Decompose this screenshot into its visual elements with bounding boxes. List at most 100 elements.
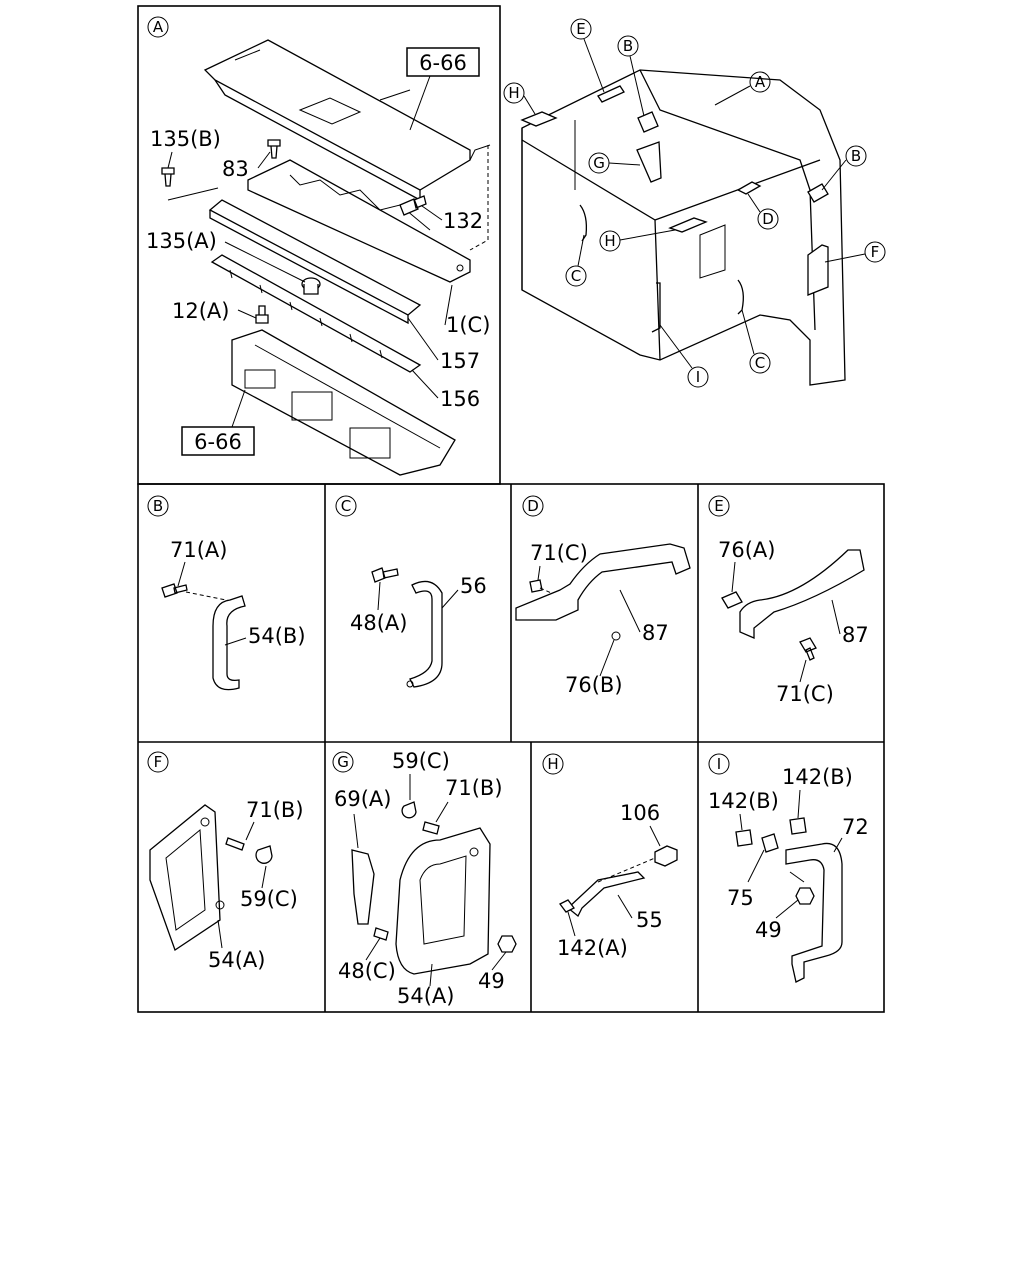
bracket-54a-f-drawing <box>149 804 221 952</box>
fastener-132-icon <box>399 195 427 216</box>
svg-text:I: I <box>717 755 721 773</box>
svg-text:E: E <box>576 20 585 38</box>
top-cover-drawing <box>203 39 491 202</box>
bolt-71b-g-icon <box>422 821 440 835</box>
label-76b: 76(B) <box>565 673 623 697</box>
overview-callouts: E B A H G B D H F C C I <box>503 18 886 388</box>
collar-59c-g-icon <box>401 801 417 819</box>
label-71b-g: 71(B) <box>445 776 503 800</box>
label-83: 83 <box>222 157 249 181</box>
panel-a: A 6-66 <box>146 16 491 476</box>
svg-text:B: B <box>623 37 633 55</box>
label-142a: 142(A) <box>557 936 628 960</box>
label-48c: 48(C) <box>338 959 396 983</box>
svg-text:D: D <box>762 210 774 228</box>
label-87-e: 87 <box>842 623 869 647</box>
panel-frames <box>137 5 885 1013</box>
label-54b: 54(B) <box>248 624 306 648</box>
bolt-71b-f-icon <box>225 837 245 851</box>
label-156: 156 <box>440 387 480 411</box>
handle-87-e-drawing <box>739 549 865 639</box>
bolt-71c-e-icon <box>799 637 817 661</box>
panel-e: E 76(A) 87 71(C) <box>708 495 869 706</box>
rail-156-drawing <box>210 254 422 373</box>
bolt-106-icon <box>654 845 678 867</box>
nut-49-g-icon <box>497 935 517 953</box>
label-135a: 135(A) <box>146 229 217 253</box>
panel-b: B 71(A) 54(B) <box>147 495 306 691</box>
handle-f-drawing <box>807 244 829 296</box>
panel-i: I 142(B) 142(B) 72 75 49 <box>708 753 869 983</box>
bolt-71a-icon <box>161 583 188 598</box>
panel-d: D 71(C) 87 76(B) <box>515 495 691 697</box>
handle-e-drawing <box>597 85 625 103</box>
svg-text:A: A <box>755 73 766 91</box>
panel-f: F 71(B) 59(C) 54(A) <box>147 751 304 972</box>
svg-text:H: H <box>508 84 519 102</box>
handle-c-left-drawing <box>579 204 588 242</box>
label-49-g: 49 <box>478 969 505 993</box>
clip-142b-left-icon <box>735 829 753 847</box>
collar-59c-f-icon <box>255 845 273 864</box>
leader-lines-a <box>167 151 453 399</box>
svg-text:F: F <box>871 243 880 261</box>
plate-75-icon <box>761 833 779 853</box>
label-71c-d: 71(C) <box>530 541 588 565</box>
fastener-135b-icon <box>161 167 175 187</box>
label-106: 106 <box>620 801 660 825</box>
handle-56-drawing <box>409 580 443 688</box>
fastener-83-icon <box>267 139 281 159</box>
panel-g: G 59(C) 69(A) 71(B) 48(C) 54(A) 49 <box>332 749 517 1008</box>
label-135b: 135(B) <box>150 127 221 151</box>
label-87-d: 87 <box>642 621 669 645</box>
label-59c-g: 59(C) <box>392 749 450 773</box>
svg-text:A: A <box>153 18 164 36</box>
handle-b-top-drawing <box>637 111 659 133</box>
svg-text:I: I <box>696 368 700 386</box>
label-71a: 71(A) <box>170 538 227 562</box>
bracket-69a-drawing <box>351 849 375 925</box>
label-157: 157 <box>440 349 480 373</box>
label-72: 72 <box>842 815 869 839</box>
svg-text:B: B <box>153 497 163 515</box>
handle-h-top-drawing <box>520 111 558 127</box>
panel-tag-a: A <box>147 16 169 38</box>
label-76a: 76(A) <box>718 538 775 562</box>
label-48a: 48(A) <box>350 611 407 635</box>
bolt-48c-icon <box>373 927 389 941</box>
label-142b-left: 142(B) <box>708 789 779 813</box>
handle-h-mid-drawing <box>668 217 708 233</box>
handle-87-d-drawing <box>515 543 691 621</box>
fastener-12a-icon <box>255 305 269 324</box>
label-59c-f: 59(C) <box>240 887 298 911</box>
ref-box-bottom: 6-66 <box>181 426 255 456</box>
label-54a-f: 54(A) <box>208 948 265 972</box>
label-132: 132 <box>443 209 483 233</box>
handle-54b-drawing <box>212 595 246 691</box>
plate-76a-icon <box>721 591 743 609</box>
svg-text:H: H <box>547 755 558 773</box>
bottom-tray-drawing <box>231 329 456 476</box>
rail-157-drawing <box>208 199 422 325</box>
handle-d-drawing <box>736 181 762 195</box>
panel-h: H 106 55 142(A) <box>542 753 678 960</box>
clip-142a-icon <box>559 899 575 913</box>
label-71c-e: 71(C) <box>776 682 834 706</box>
label-55: 55 <box>636 908 663 932</box>
bracket-54a-g-drawing <box>395 827 491 975</box>
label-56: 56 <box>460 574 487 598</box>
svg-text:H: H <box>604 232 615 250</box>
svg-text:D: D <box>527 497 539 515</box>
ref-box-top: 6-66 <box>406 47 480 77</box>
svg-text:G: G <box>593 154 605 172</box>
bolt-48a-icon <box>371 567 399 583</box>
bracket-g-drawing <box>636 141 662 183</box>
fastener-135a-icon <box>301 277 321 295</box>
panel-c: C 48(A) 56 <box>335 495 487 688</box>
svg-text:E: E <box>714 497 723 515</box>
svg-text:G: G <box>337 753 349 771</box>
svg-text:F: F <box>154 753 163 771</box>
label-1c: 1(C) <box>446 313 490 337</box>
svg-text:C: C <box>571 267 581 285</box>
